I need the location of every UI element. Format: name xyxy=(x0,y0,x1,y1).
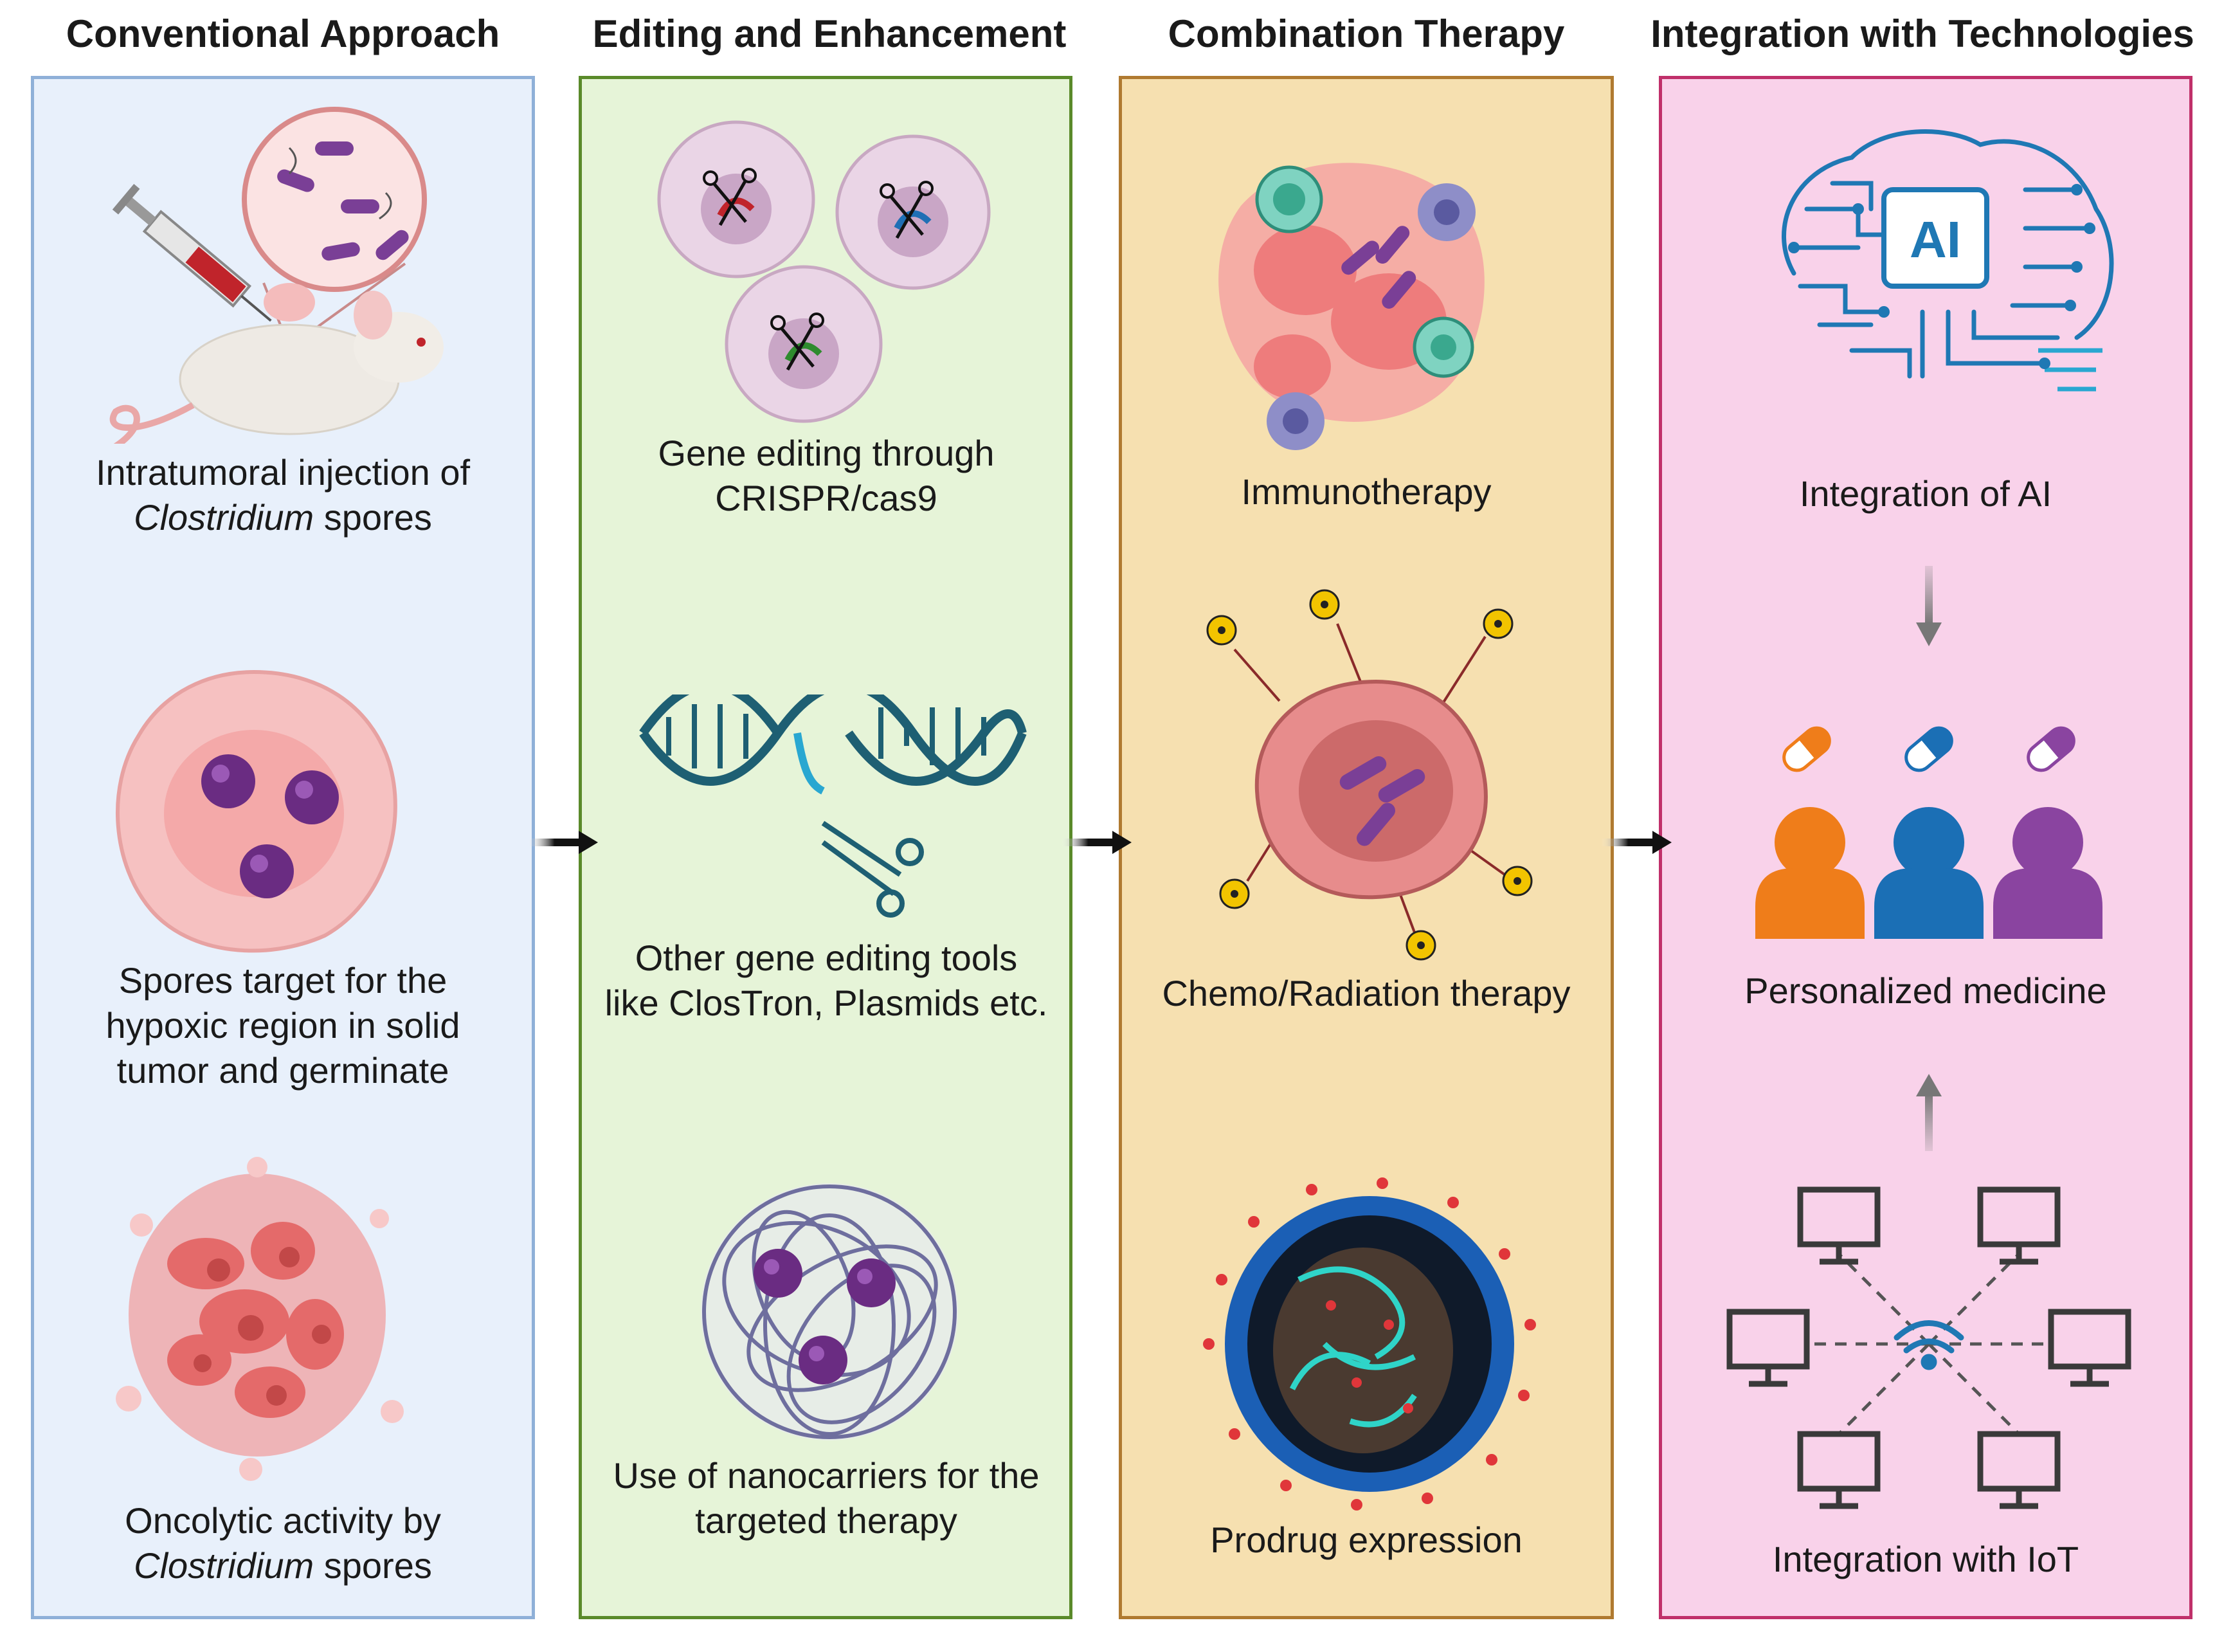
oncolytic-activity-illustration xyxy=(116,1157,404,1481)
mouse-icon xyxy=(109,283,444,444)
caption-line: Immunotherapy xyxy=(1241,471,1492,512)
caption-rest: spores xyxy=(314,497,432,538)
caption-other-gene-editing: Other gene editing tools like ClosTron, … xyxy=(582,936,1071,1026)
arrow-up-icon xyxy=(1916,1074,1942,1151)
radiation-icon xyxy=(1206,589,1533,961)
iot-network-illustration xyxy=(1726,1186,2131,1509)
caption-line: hypoxic region in solid xyxy=(105,1005,460,1046)
caption-line: like ClosTron, Plasmids etc. xyxy=(604,983,1048,1023)
caption-line: Integration with IoT xyxy=(1772,1539,2079,1579)
crispr-scissors-icon xyxy=(835,134,991,290)
caption-italic: Clostridium xyxy=(134,497,314,538)
caption-chemo-radiation: Chemo/Radiation therapy xyxy=(1122,971,1611,1016)
scissors-icon xyxy=(821,821,924,918)
mouse-injection-illustration xyxy=(109,107,444,444)
caption-oncolytic-activity: Oncolytic activity by Clostridium spores xyxy=(39,1498,527,1588)
caption-integration-iot: Integration with IoT xyxy=(1678,1537,2173,1582)
ai-chip-label: AI xyxy=(1910,211,1961,268)
tumor-cell-icon xyxy=(116,669,397,953)
immunotherapy-illustration xyxy=(1218,163,1485,450)
caption-line: tumor and germinate xyxy=(116,1050,449,1091)
caption-line: Gene editing through xyxy=(658,433,995,473)
caption-line: targeted therapy xyxy=(695,1500,957,1541)
caption-rest: spores xyxy=(314,1545,432,1586)
caption-line: Use of nanocarriers for the xyxy=(613,1455,1040,1496)
spore-icon xyxy=(201,754,339,898)
person-icon xyxy=(1755,807,2102,939)
chemo-radiation-illustration xyxy=(1206,589,1533,961)
caption-line: Chemo/Radiation therapy xyxy=(1162,973,1571,1013)
prodrug-cell-icon xyxy=(1203,1177,1536,1511)
crispr-scissors-icon xyxy=(657,120,815,278)
spore-icon xyxy=(754,1249,896,1384)
column-title-conventional: Conventional Approach xyxy=(66,12,500,55)
caption-line: Other gene editing tools xyxy=(635,938,1018,978)
nanocarrier-icon xyxy=(701,1183,958,1440)
caption-prodrug-expression: Prodrug expression xyxy=(1122,1518,1611,1563)
caption-line: Clostridium spores xyxy=(39,1543,527,1588)
monitor-icon xyxy=(1726,1186,2131,1509)
arrow-right-icon xyxy=(1061,831,1132,854)
caption-line: Intratumoral injection of xyxy=(95,452,471,493)
wifi-icon xyxy=(1894,1320,1964,1370)
tumor-cell-with-spores-illustration xyxy=(116,669,397,953)
bacteria-icon xyxy=(242,107,427,349)
column-title-editing: Editing and Enhancement xyxy=(592,12,1067,55)
caption-gene-editing-crispr: Gene editing through CRISPR/cas9 xyxy=(582,431,1071,521)
arrow-right-icon xyxy=(527,831,598,854)
arrow-right-icon xyxy=(1601,831,1672,854)
arrow-down-icon xyxy=(1916,566,1942,646)
dna-helix-icon xyxy=(639,694,1027,918)
caption-intratumoral-injection: Intratumoral injection of Clostridium sp… xyxy=(39,450,527,540)
caption-nanocarriers: Use of nanocarriers for the targeted the… xyxy=(582,1453,1071,1543)
caption-line: Clostridium spores xyxy=(39,495,527,540)
caption-personalized-medicine: Personalized medicine xyxy=(1678,968,2173,1013)
personalized-medicine-illustration xyxy=(1755,726,2102,939)
caption-integration-ai: Integration of AI xyxy=(1678,471,2173,516)
caption-line: Prodrug expression xyxy=(1210,1520,1523,1560)
caption-spores-target: Spores target for the hypoxic region in … xyxy=(39,958,527,1093)
caption-italic: Clostridium xyxy=(134,1545,314,1586)
crispr-scissors-icon xyxy=(725,265,883,423)
caption-line: Integration of AI xyxy=(1799,473,2052,514)
ai-brain-icon: AI xyxy=(1782,129,2114,392)
caption-immunotherapy: Immunotherapy xyxy=(1122,469,1611,514)
caption-line: Spores target for the xyxy=(118,960,448,1001)
syringe-icon xyxy=(112,184,272,322)
column-title-technologies: Integration with Technologies xyxy=(1650,12,2194,55)
caption-line: CRISPR/cas9 xyxy=(715,478,937,518)
caption-line: Personalized medicine xyxy=(1744,970,2107,1011)
pill-icon xyxy=(1782,726,2075,772)
column-title-combination: Combination Therapy xyxy=(1168,12,1565,55)
crispr-cells-illustration xyxy=(657,120,991,423)
immune-cell-icon xyxy=(1255,165,1476,450)
caption-line: Oncolytic activity by xyxy=(125,1500,441,1541)
